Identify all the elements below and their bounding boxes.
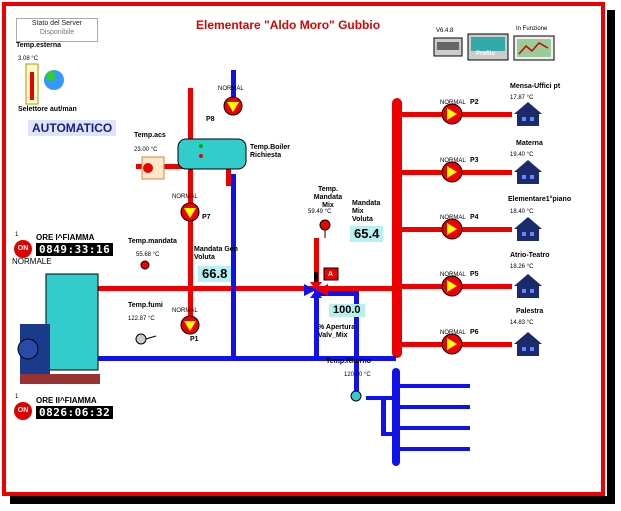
temp-mandata-value: 55.68 °C: [136, 252, 160, 258]
burner1-on-indicator[interactable]: ON: [14, 240, 32, 258]
zone2-pump-status: NORMAL: [440, 158, 466, 164]
temp-fumi-value: 122.87 °C: [128, 316, 155, 322]
burner2-on-indicator[interactable]: ON: [14, 402, 32, 420]
zone2-name: Materna: [516, 140, 543, 147]
frame-shadow-bottom: [10, 496, 615, 504]
pump-p7-status: NORMAL: [172, 194, 198, 200]
apertura-label: % Apertura Valv_Mix: [318, 324, 356, 339]
pump-p8-name: P8: [206, 116, 215, 123]
zone2-temp: 19.40 °C: [510, 152, 534, 158]
zone3-pump-name: P4: [470, 214, 479, 221]
pump-p7-icon: [180, 202, 200, 222]
building-icon-1: [514, 102, 542, 126]
apertura-value[interactable]: 100.0: [329, 304, 365, 317]
pump-p5-icon: [441, 275, 463, 297]
frame-shadow-right: [607, 10, 615, 500]
zone1-pump-status: NORMAL: [440, 100, 466, 106]
pump-p1-status: NORMAL: [172, 308, 198, 314]
pump-p2-icon: [441, 103, 463, 125]
pumps-layer: [180, 33, 555, 356]
zone5-name: Palestra: [516, 308, 544, 315]
zone3-name: Elementare1°piano: [508, 196, 572, 203]
mandata-gen-label: Mandata Gen Voluta: [194, 246, 238, 261]
burner1-status: NORMALE: [12, 257, 52, 266]
temp-ritorno-label: Temp.Ritorno: [326, 358, 371, 365]
burner2-label: ORE II^FIAMMA: [36, 396, 97, 405]
zone2-pump-name: P3: [470, 157, 479, 164]
boiler-tank: [177, 138, 247, 170]
page-title: Elementare "Aldo Moro" Gubbio: [196, 18, 381, 32]
profile-icon[interactable]: [467, 33, 509, 61]
server-status-value: Disponibile: [39, 29, 75, 36]
valve-mode-label: A: [328, 271, 334, 278]
temp-ritorno-value: 120.00 °C: [344, 372, 371, 378]
building-icon-2: [514, 160, 542, 184]
temp-esterna-value: 3.08 °C: [18, 56, 39, 62]
burner1-counter: 0849:33:16: [36, 243, 114, 256]
temp-mandata-mix-label: Temp. Mandata Mix: [313, 186, 343, 209]
pump-p4-icon: [441, 218, 463, 240]
pump-p6-icon: [441, 333, 463, 355]
zone5-pump-status: NORMAL: [440, 330, 466, 336]
in-funzione-label: In Funzione: [516, 26, 548, 32]
synoptic-panel: Stato del Server Disponibile Elementare …: [6, 6, 601, 492]
mandata-mix-label: Mandata Mix Voluta: [352, 200, 381, 223]
pump-p1-icon: [180, 315, 200, 335]
sensors: [135, 156, 362, 402]
selettore-label: Selettore aut/man: [18, 106, 77, 113]
outdoor-thermometer-icon: [25, 63, 64, 105]
zone5-pump-name: P6: [470, 329, 479, 336]
pump-p8-icon: [223, 96, 243, 116]
server-status-label: Stato del Server: [31, 20, 83, 27]
zone4-temp: 18.26 °C: [510, 264, 534, 270]
pump-p3-icon: [441, 161, 463, 183]
cold-pipes: [96, 70, 470, 466]
zone5-temp: 14.83 °C: [510, 320, 534, 326]
version-icon[interactable]: [433, 37, 463, 57]
pump-p8-status: NORMAL: [218, 86, 244, 92]
building-icon-3: [514, 217, 542, 241]
temp-boiler-label: Temp.Boiler Richiesta: [250, 144, 290, 159]
mandata-mix-value[interactable]: 65.4: [350, 226, 384, 242]
building-icon-5: [514, 332, 542, 356]
building-icon-4: [514, 274, 542, 298]
burner2-number: 1: [15, 394, 19, 400]
zone1-pump-name: P2: [470, 99, 479, 106]
temp-acs-label: Temp.acs: [134, 132, 166, 139]
zone1-name: Mensa-Uffici pt: [510, 83, 561, 90]
frame-border: [2, 2, 605, 496]
zone4-pump-name: P5: [470, 271, 479, 278]
zone3-temp: 18.40 °C: [510, 209, 534, 215]
zone3-pump-status: NORMAL: [440, 215, 466, 221]
zone1-temp: 17.87 °C: [510, 95, 534, 101]
burner1-label: ORE I^FIAMMA: [36, 233, 95, 242]
temp-fumi-label: Temp.fumi: [128, 302, 163, 309]
burner1-number: 1: [15, 232, 19, 238]
zone4-name: Atrio-Teatro: [510, 252, 550, 259]
temp-acs-value: 23.00 °C: [134, 147, 158, 153]
burner2-counter: 0826:06:32: [36, 406, 114, 419]
mandata-gen-value[interactable]: 66.8: [198, 266, 232, 282]
temp-mandata-label: Temp.mandata: [128, 238, 177, 245]
in-funzione-icon[interactable]: [513, 35, 555, 61]
selettore-value[interactable]: AUTOMATICO: [28, 120, 117, 136]
server-status-box: Stato del Server Disponibile: [16, 18, 98, 42]
mixing-valve: [304, 267, 339, 298]
temp-esterna-label: Temp.esterna: [16, 42, 61, 49]
pump-p7-name: P7: [202, 214, 211, 221]
temp-mandata-mix-value: 59.49 °C: [308, 209, 332, 215]
zone4-pump-status: NORMAL: [440, 272, 466, 278]
boiler-unit: [17, 273, 100, 384]
pump-p1-name: P1: [190, 336, 199, 343]
profile-label: Profilo: [476, 51, 495, 57]
version-label: V6.4.8: [436, 28, 454, 34]
piping-diagram: [17, 63, 512, 466]
